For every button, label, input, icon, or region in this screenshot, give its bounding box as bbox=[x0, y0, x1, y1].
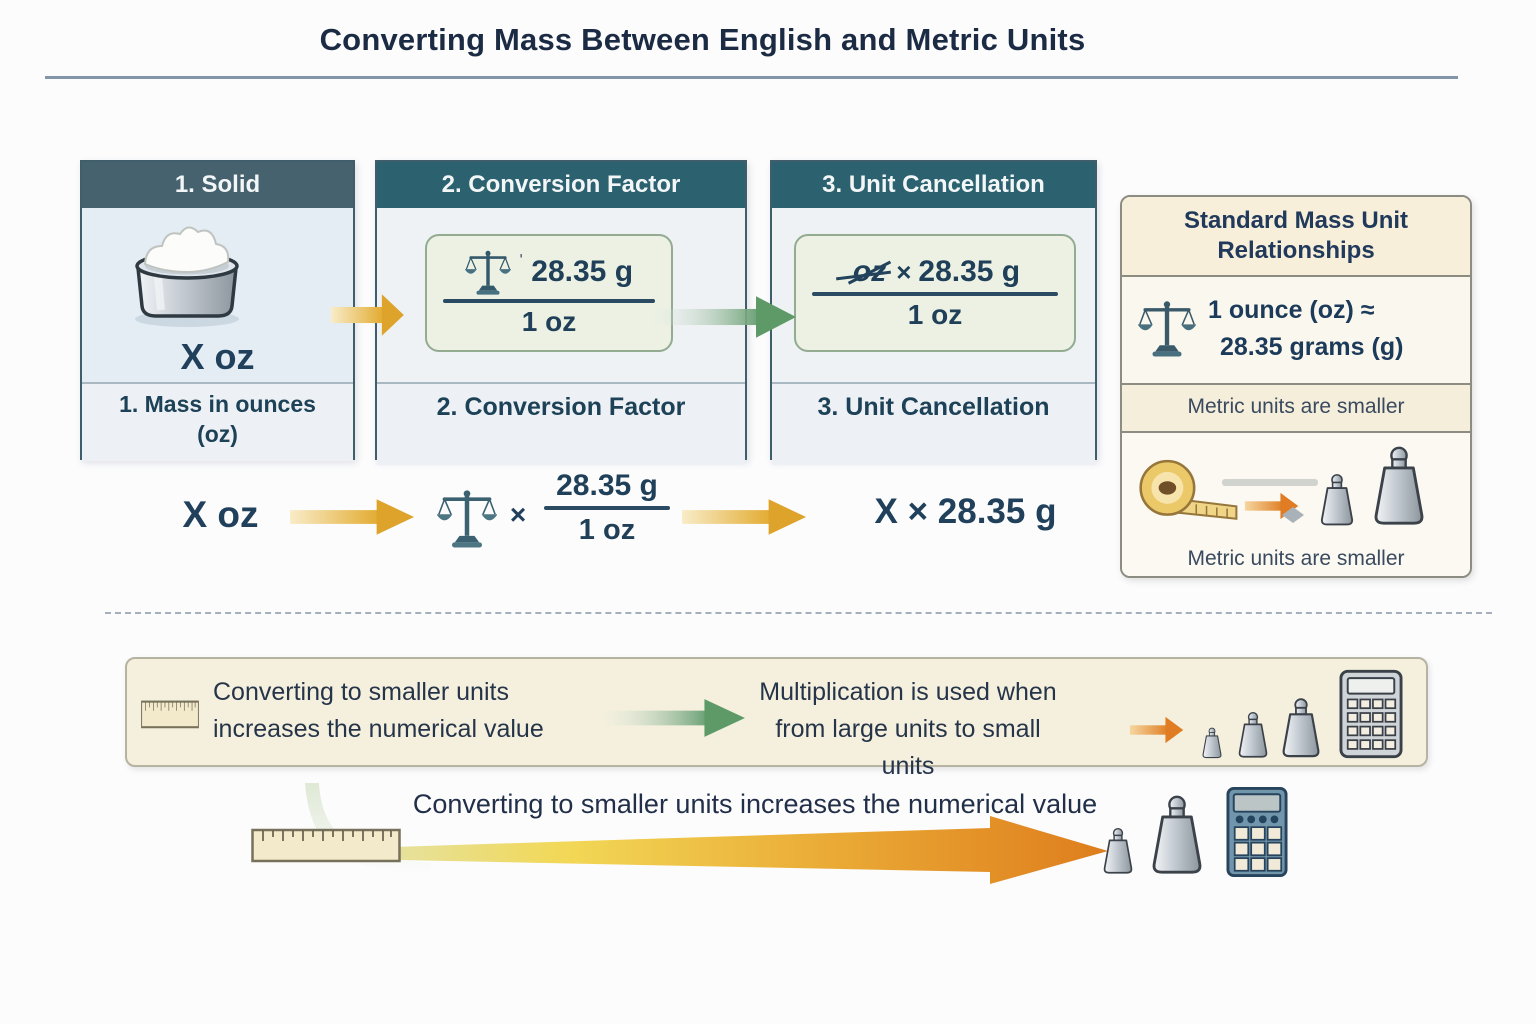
arrow-right-icon bbox=[595, 697, 747, 739]
cancellation-numerator: 28.35 g bbox=[918, 255, 1021, 289]
sidebar-standard-mass: Standard Mass Unit Relationships 1 ounce… bbox=[1120, 195, 1472, 578]
sidebar-title: Standard Mass Unit Relationships bbox=[1122, 197, 1470, 277]
flour-container-icon bbox=[135, 226, 239, 327]
weight-icon bbox=[1314, 473, 1360, 527]
cancellation-box: oz × 28.35 g 1 oz bbox=[794, 234, 1076, 352]
conversion-numerator: 28.35 g bbox=[531, 255, 634, 289]
ruler-icon bbox=[141, 695, 199, 733]
calculator-icon bbox=[1226, 786, 1288, 878]
arrow-right-icon bbox=[298, 816, 1108, 884]
fraction-bar bbox=[812, 292, 1058, 296]
weight-icon bbox=[1275, 697, 1327, 759]
balance-scale-icon bbox=[1138, 295, 1196, 361]
sidebar-caption: Metric units are smaller bbox=[1187, 547, 1405, 570]
cancellation-denominator: 1 oz bbox=[907, 298, 963, 330]
panel-conversion-header: 2. Conversion Factor bbox=[377, 162, 745, 208]
panel-solid-caption: 1. Mass in ounces (oz) bbox=[82, 382, 353, 461]
weight-icon bbox=[1096, 827, 1140, 875]
relationship-line1: 1 ounce (oz) ≈ bbox=[1208, 296, 1375, 324]
weight-icon bbox=[1364, 445, 1434, 527]
arrow-right-icon bbox=[648, 294, 798, 340]
info-right-text: Multiplication is used when from large u… bbox=[759, 678, 1057, 780]
arrow-right-icon bbox=[682, 497, 808, 537]
panel-solid-header: 1. Solid bbox=[82, 162, 353, 208]
panel-conversion-caption: 2. Conversion Factor bbox=[377, 382, 745, 465]
fraction-bar bbox=[443, 299, 655, 303]
conversion-denominator: 1 oz bbox=[521, 305, 577, 337]
title-divider bbox=[45, 76, 1458, 79]
sidebar-band: Metric units are smaller bbox=[1122, 383, 1470, 433]
sidebar-relationship: 1 ounce (oz) ≈ 28.35 grams (g) bbox=[1122, 277, 1470, 383]
panel-cancellation-header: 3. Unit Cancellation bbox=[772, 162, 1095, 208]
balance-scale-icon bbox=[437, 486, 497, 550]
arrow-right-icon bbox=[290, 497, 416, 537]
bottom-banner-text: Converting to smaller units increases th… bbox=[412, 789, 1098, 819]
relationship-line2: 28.35 grams (g) bbox=[1220, 333, 1404, 361]
weight-icon bbox=[1195, 727, 1229, 759]
conversion-factor-box: ˈ 28.35 g 1 oz bbox=[425, 234, 673, 352]
tick-mark: ˈ bbox=[517, 252, 525, 274]
weight-icon bbox=[1142, 794, 1212, 876]
fraction-bar bbox=[544, 506, 670, 510]
balance-scale-icon bbox=[465, 248, 511, 296]
panel-conversion-factor: 2. Conversion Factor ˈ 28.35 g 1 oz 2. C… bbox=[375, 160, 747, 465]
arrow-right-icon bbox=[331, 292, 405, 338]
arrow-right-icon bbox=[1129, 715, 1185, 745]
equation-numerator: 28.35 g bbox=[556, 469, 658, 502]
amount-label: X oz bbox=[180, 336, 255, 377]
cancelled-unit: oz bbox=[850, 255, 889, 289]
panel-solid: 1. Solid X oz 1. Mass in ounces (oz) bbox=[80, 160, 355, 461]
info-band: Converting to smaller units increases th… bbox=[125, 657, 1428, 780]
panel-unit-cancellation: 3. Unit Cancellation oz × 28.35 g 1 oz 3… bbox=[770, 160, 1097, 465]
page-title: Converting Mass Between English and Metr… bbox=[319, 22, 1086, 57]
info-left-text: Converting to smaller units increases th… bbox=[213, 678, 544, 743]
calculator-icon bbox=[1339, 669, 1403, 759]
equation-fraction: 28.35 g 1 oz bbox=[536, 467, 678, 549]
ruler-strip bbox=[1222, 479, 1318, 486]
tape-measure-icon bbox=[1136, 457, 1240, 527]
multiply-sign: × bbox=[896, 256, 912, 287]
ruler-icon bbox=[250, 822, 402, 868]
equation-result: X × 28.35 g bbox=[874, 492, 1057, 531]
dashed-divider bbox=[105, 612, 1492, 614]
equation-input: X oz bbox=[182, 494, 259, 535]
equation-denominator: 1 oz bbox=[578, 513, 636, 546]
multiply-sign: × bbox=[509, 499, 527, 530]
sidebar-illustration: Metric units are smaller bbox=[1122, 433, 1470, 576]
panel-cancellation-caption: 3. Unit Cancellation bbox=[772, 382, 1095, 465]
diamond-icon bbox=[1282, 507, 1304, 523]
weight-icon bbox=[1233, 711, 1273, 759]
